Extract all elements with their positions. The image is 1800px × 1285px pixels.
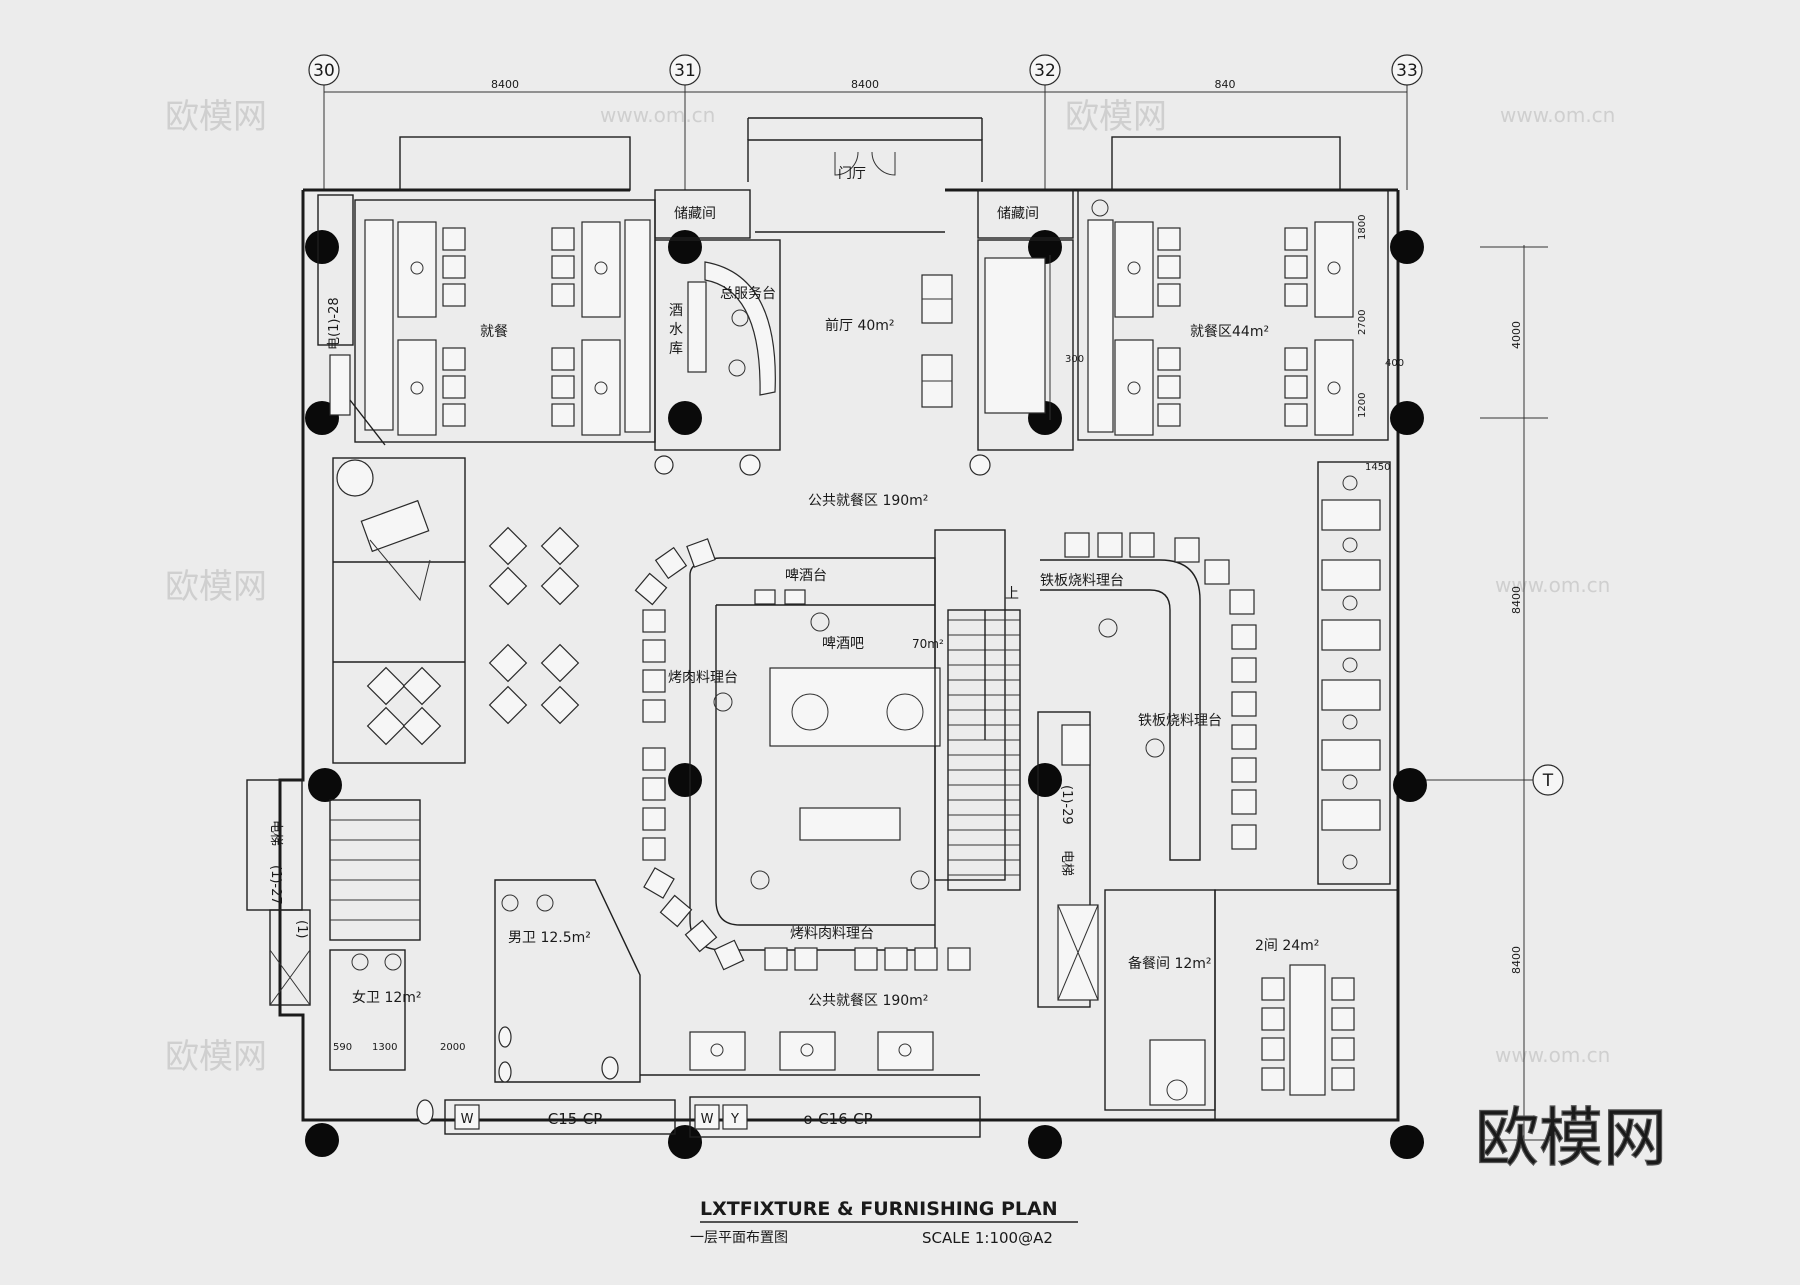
grid-right: T 4000 8400 8400 xyxy=(1405,245,1564,1141)
room-label-wine-1: 酒 xyxy=(669,303,683,319)
dim-400: 400 xyxy=(1385,358,1404,369)
elevator-right: (1)-29 电梯 xyxy=(1037,711,1099,1008)
room-label-public-dining-top: 公共就餐区 190m² xyxy=(808,493,928,509)
grid-bubble-30 xyxy=(308,54,340,86)
grid-top: 30 31 32 33 8400 8400 840 xyxy=(308,54,1423,190)
grid-label-32: 32 xyxy=(1034,61,1056,81)
central-bar: 啤酒台 啤酒吧 70m² 烤肉料理台 烤料肉料理台 xyxy=(634,538,971,971)
dim-590: 590 xyxy=(333,1042,352,1053)
tag-c15: C15-CP xyxy=(548,1110,603,1128)
dim-2000: 2000 xyxy=(440,1042,465,1053)
tag-c16: o-C16-CP xyxy=(803,1110,872,1128)
room-label-dining-right: 就餐区44m² xyxy=(1190,324,1269,340)
title-scale: SCALE 1:100@A2 xyxy=(922,1229,1053,1247)
lounge-left xyxy=(332,457,580,764)
watermark-brand: 欧模网 xyxy=(1065,97,1167,137)
elevator-label-29: (1)-29 xyxy=(1059,785,1074,825)
room-label-front-hall: 前厅 40m² xyxy=(825,317,895,334)
title-sub: 一层平面布置图 xyxy=(690,1230,788,1246)
dim-2700: 2700 xyxy=(1357,310,1368,335)
room-label-wine-3: 库 xyxy=(669,341,683,357)
room-label-storage-right: 储藏间 xyxy=(997,206,1039,222)
watermark-url: www.om.cn xyxy=(1495,1043,1610,1067)
room-label-bar-area: 70m² xyxy=(912,637,944,651)
elevator-top-left: 电(1)-28 xyxy=(317,194,386,446)
title-block: LXTFIXTURE & FURNISHING PLAN 一层平面布置图 SCA… xyxy=(690,1198,1078,1247)
room-label-foyer: 门厅 xyxy=(838,166,866,182)
tag-w1: W xyxy=(461,1112,474,1127)
elevator-label-left: 电梯 xyxy=(268,820,283,846)
grid-bubble-31 xyxy=(669,54,701,86)
dining-room-left: 就餐 xyxy=(354,199,656,443)
public-dining-bottom: 公共就餐区 190m² xyxy=(640,993,980,1076)
grid-label-T: T xyxy=(1542,771,1554,791)
dim-300: 300 xyxy=(1065,354,1084,365)
elevator-label-27: (1)-27 xyxy=(268,865,283,905)
teppanyaki-counter: 铁板烧料理台 铁板烧料理台 xyxy=(1040,532,1257,861)
stairs: 上 xyxy=(934,529,1021,891)
tag-w2: W xyxy=(701,1112,714,1127)
room-label-private-room: 2间 24m² xyxy=(1255,938,1319,954)
watermark-url: www.om.cn xyxy=(1495,573,1610,597)
grid-spacing-label: 840 xyxy=(1215,78,1236,91)
grid-bubble-33 xyxy=(1391,54,1423,86)
room-label-mens-wc: 男卫 12.5m² xyxy=(508,930,591,946)
grid-spacing-label: 8400 xyxy=(1510,946,1523,974)
dining-room-right: 就餐区44m² 1800 2700 400 1200 xyxy=(1077,189,1404,441)
watermark-brand: 欧模网 xyxy=(165,567,267,607)
watermark-url: www.om.cn xyxy=(1500,103,1615,127)
stair-label-up: 上 xyxy=(1005,586,1019,602)
grid-bubble-32 xyxy=(1029,54,1061,86)
title-main: LXTFIXTURE & FURNISHING PLAN xyxy=(700,1198,1058,1220)
dim-1300: 1300 xyxy=(372,1042,397,1053)
storage-right: 储藏间 300 xyxy=(969,189,1109,476)
elevator-label-28: 电(1)-28 xyxy=(327,297,342,350)
elevator-label-right: 电梯 xyxy=(1059,850,1074,876)
room-label-womens-wc: 女卫 12m² xyxy=(352,989,422,1006)
room-label-storage-left: 储藏间 xyxy=(674,206,716,222)
grid-spacing-label: 8400 xyxy=(1510,586,1523,614)
room-label-beer-bar: 啤酒吧 xyxy=(822,636,864,652)
dim-1200: 1200 xyxy=(1357,393,1368,418)
back-of-house: 备餐间 12m² 2间 24m² xyxy=(1104,889,1399,1121)
room-label-wine-2: 水 xyxy=(669,322,683,338)
room-label-dining-left: 就餐 xyxy=(480,324,508,340)
room-label-meat-station: 烤料肉料理台 xyxy=(790,926,874,942)
grid-label-33: 33 xyxy=(1396,61,1418,81)
room-label-bbq-station: 烤肉料理台 xyxy=(668,670,738,686)
booths-right: 1450 xyxy=(1317,461,1391,885)
brand-logo: 欧模网 xyxy=(1475,1102,1667,1176)
grid-label-30: 30 xyxy=(313,61,335,81)
grid-spacing-label: 8400 xyxy=(491,78,519,91)
watermark-url: www.om.cn xyxy=(600,103,715,127)
front-hall: 门厅 前厅 40m² xyxy=(755,166,953,408)
bottom-wall-tags: W C15-CP W Y o-C16-CP xyxy=(444,1096,981,1138)
grid-label-31: 31 xyxy=(674,61,696,81)
grid-bubble-T xyxy=(1532,764,1564,796)
room-label-prep-room: 备餐间 12m² xyxy=(1128,955,1212,972)
watermark-brand: 欧模网 xyxy=(165,1037,267,1077)
room-label-teppan-top: 铁板烧料理台 xyxy=(1040,573,1124,589)
tag-y1: Y xyxy=(730,1112,739,1127)
service-area: 储藏间 酒 水 库 总服务台 xyxy=(654,189,781,476)
room-label-teppan-side: 铁板烧料理台 xyxy=(1138,713,1222,729)
elevator-label-1: (1) xyxy=(294,920,309,938)
room-label-service-desk: 总服务台 xyxy=(720,286,776,302)
dim-1450: 1450 xyxy=(1365,462,1390,473)
grid-spacing-label: 8400 xyxy=(851,78,879,91)
restrooms: 男卫 12.5m² 女卫 12m² 590 1300 2000 xyxy=(329,879,641,1125)
elevator-left: 电梯 (1)-27 (1) xyxy=(246,779,421,1006)
watermark-layer: 欧模网 www.om.cn 欧模网 www.om.cn 欧模网 www.om.c… xyxy=(165,97,1615,1077)
watermark-brand: 欧模网 xyxy=(165,97,267,137)
room-label-public-dining-bottom: 公共就餐区 190m² xyxy=(808,993,928,1009)
grid-spacing-label: 4000 xyxy=(1510,321,1523,349)
dim-1800: 1800 xyxy=(1357,215,1368,240)
room-label-beer-counter: 啤酒台 xyxy=(785,568,827,584)
